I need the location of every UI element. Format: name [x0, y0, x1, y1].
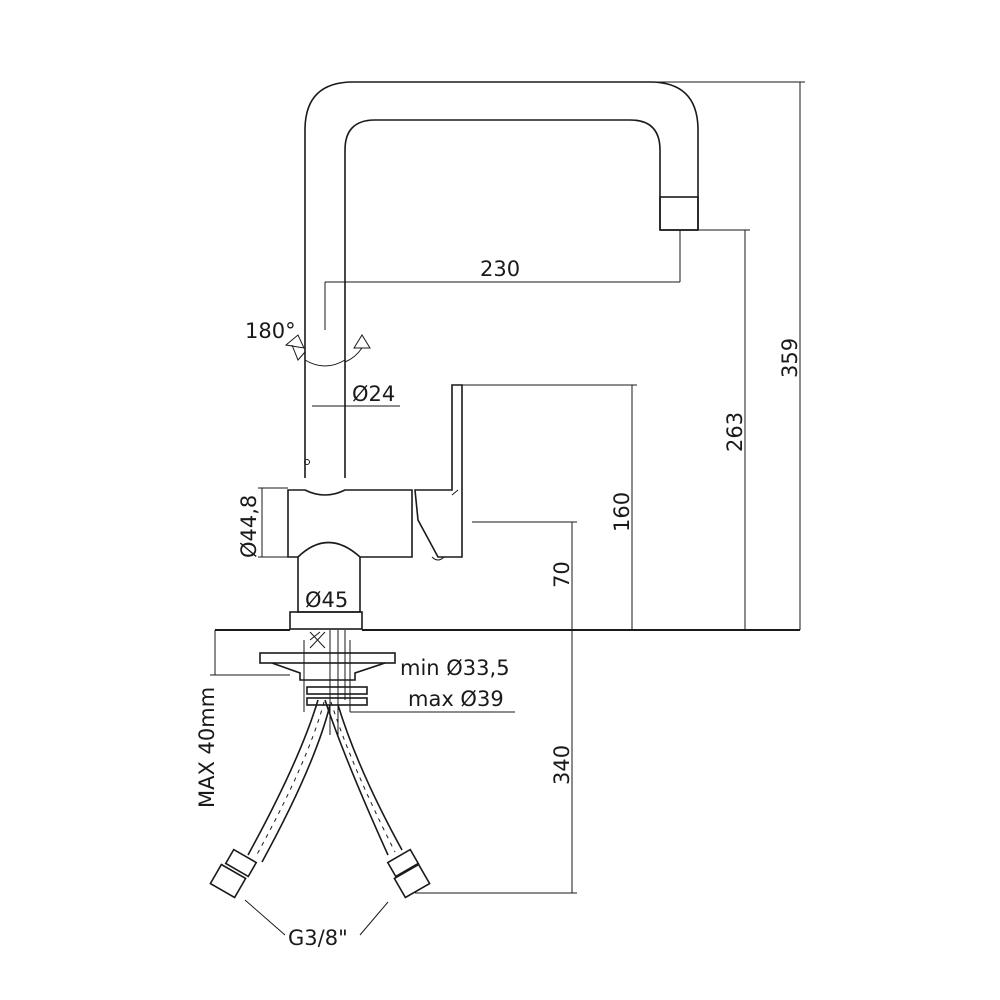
hole-max-label: max Ø39 [408, 687, 504, 711]
dimension-spout-height: 263 [698, 229, 750, 630]
reach-label: 230 [480, 257, 520, 281]
connection-label: G3/8" [288, 926, 348, 950]
spout [304, 81, 699, 478]
dimension-max-thickness: MAX 40mm [195, 630, 290, 808]
spout-height-label: 263 [723, 412, 747, 452]
total-height-label: 359 [778, 338, 802, 378]
max-thickness-label: MAX 40mm [195, 687, 219, 808]
dimension-lever-height: 160 [462, 384, 637, 630]
dimension-hole-diameter: min Ø33,5 max Ø39 [350, 656, 515, 713]
mounting-hardware [259, 630, 396, 735]
lever-handle [414, 384, 463, 561]
hose-length-label: 340 [550, 745, 574, 785]
hose-fitting-right [386, 848, 431, 899]
dimension-hose-length: 340 [415, 630, 577, 894]
base-diameter-label: Ø45 [305, 588, 348, 612]
dimension-total-height: 359 [650, 81, 805, 630]
lever-height-label: 160 [610, 492, 634, 532]
dimension-body-height: 70 [472, 521, 577, 630]
connection-callout: G3/8" [244, 899, 389, 950]
dimension-reach: 230 [325, 230, 681, 283]
spout-diameter-label: Ø24 [352, 382, 395, 406]
rotation-label: 180° [245, 319, 296, 343]
body-height-label: 70 [550, 561, 574, 588]
dimension-body-diameter: Ø44,8 [237, 487, 288, 558]
dimension-spout-diameter: Ø24 [312, 382, 400, 407]
dimension-base-diameter: Ø45 [293, 588, 360, 613]
body-diameter-label: Ø44,8 [237, 495, 261, 558]
hole-min-label: min Ø33,5 [400, 656, 510, 680]
flexible-hoses [209, 699, 431, 899]
hose-fitting-left [209, 848, 258, 899]
rotation-indicator: 180° [245, 319, 371, 367]
